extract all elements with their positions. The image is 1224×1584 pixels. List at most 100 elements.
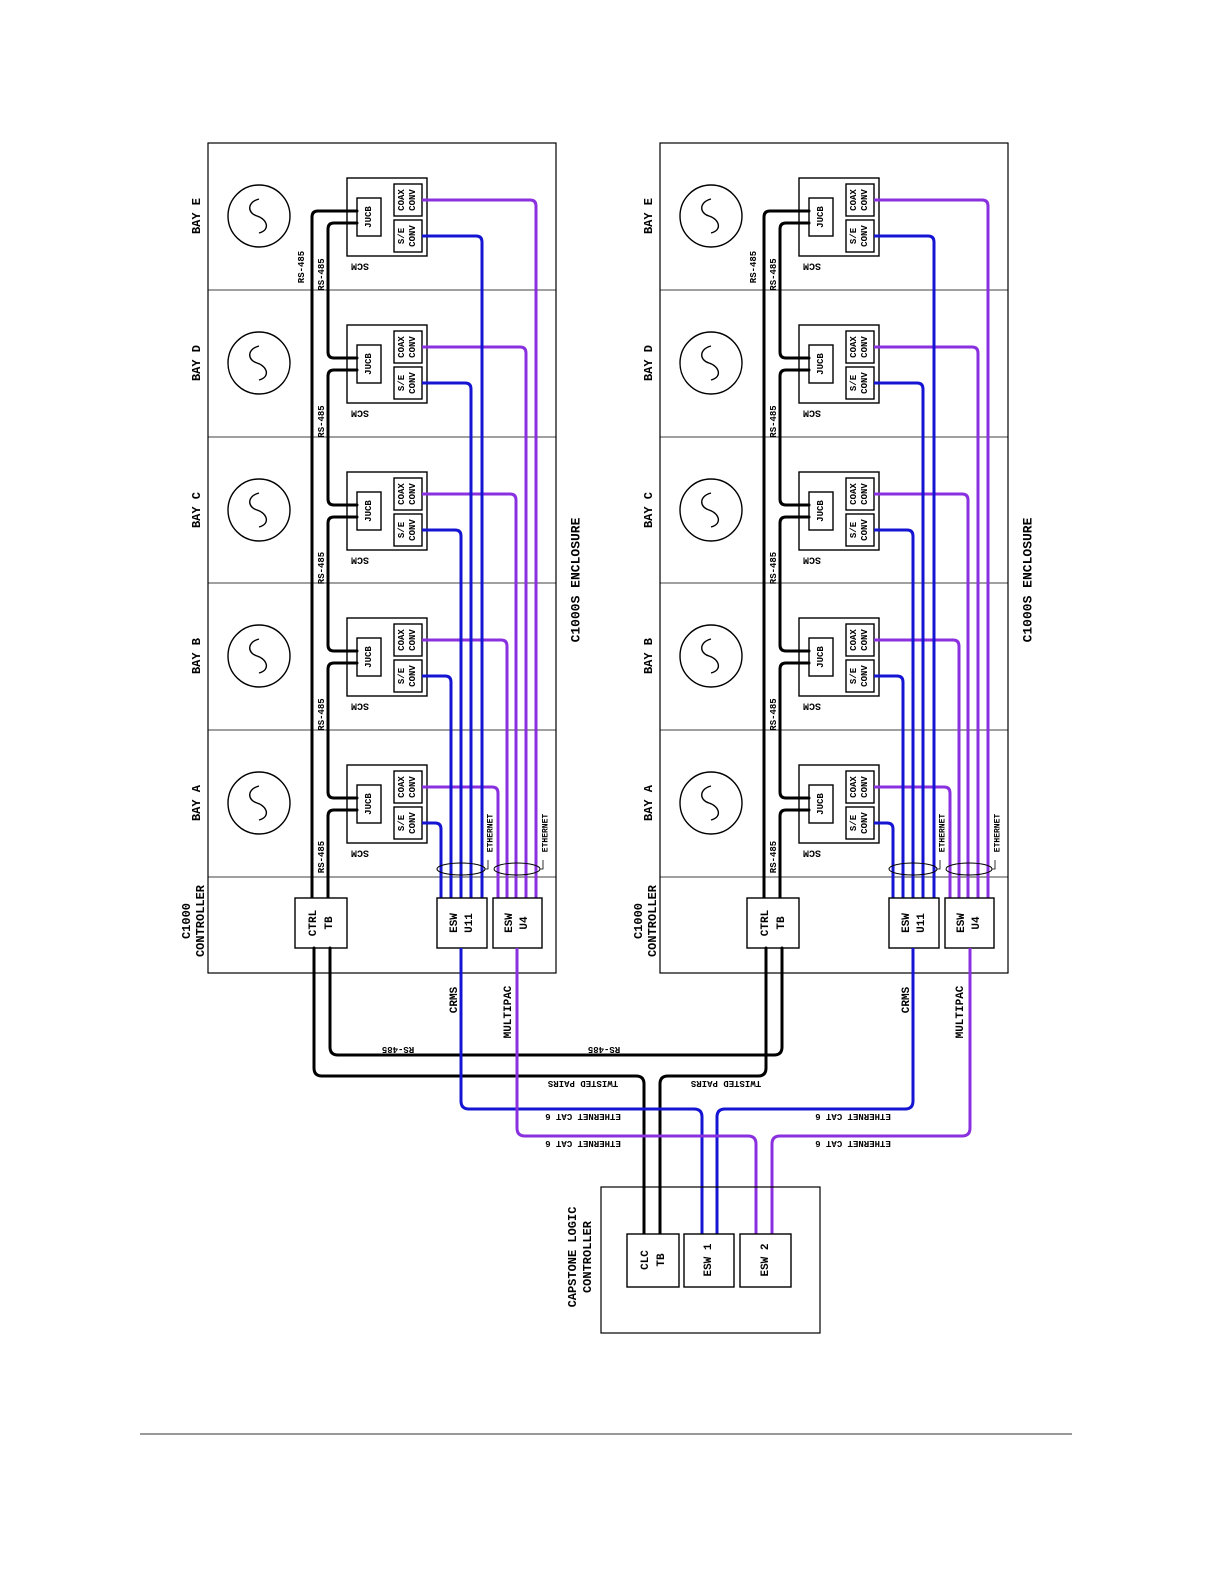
coax-conv-label-2: CONV (408, 776, 418, 798)
coax-conv-label-2: CONV (408, 336, 418, 358)
se-conv-label-1: S/E (849, 227, 859, 244)
multipac-label: MULTIPAC (955, 985, 967, 1038)
rs485-label: RS-485 (769, 405, 779, 437)
crms-ethernet-wire (874, 674, 905, 900)
rs485-wire (778, 368, 811, 507)
rs485-bus-label: RS-485 (588, 1044, 620, 1054)
bay-label: BAY C (642, 492, 656, 528)
rs485-label: RS-485 (769, 258, 779, 290)
rs485-label: RS-485 (297, 251, 307, 283)
bay-label: BAY A (642, 784, 656, 821)
sine-wave-icon (701, 785, 719, 821)
coax-conv-box (845, 770, 875, 804)
esw-u4-label-2: U4 (519, 916, 531, 930)
enclosure-outline (659, 142, 1009, 974)
se-conv-box (845, 366, 875, 400)
scm-label: SCM (803, 407, 821, 418)
coax-conv-label-2: CONV (860, 776, 870, 798)
jucb-label: JUCB (816, 500, 826, 522)
esw-u11-label-1: ESW (901, 913, 913, 933)
se-conv-label-1: S/E (397, 227, 407, 244)
ctrl-tb-box (294, 897, 348, 949)
twisted-pair-wire (658, 946, 768, 1264)
coax-conv-label-1: COAX (397, 336, 407, 358)
multipac-ethernet-wire (422, 492, 518, 900)
twisted-pairs-label: TWISTED PAIRS (547, 1078, 618, 1088)
jucb-box (808, 344, 834, 384)
coax-conv-label-1: COAX (849, 336, 859, 358)
ethernet-cat6-label: ETHERNET CAT 6 (545, 1111, 621, 1121)
bay-label: BAY B (190, 638, 204, 674)
se-conv-label-1: S/E (397, 374, 407, 391)
ethernet-cat6-label: ETHERNET CAT 6 (815, 1111, 891, 1121)
jucb-label: JUCB (364, 206, 374, 228)
rs485-wire (762, 209, 811, 902)
sine-wave-icon (701, 492, 719, 528)
rs485-label: RS-485 (749, 251, 759, 283)
scm-label: SCM (803, 554, 821, 565)
se-conv-label-2: CONV (408, 519, 418, 541)
bay-label: BAY A (190, 784, 204, 821)
esw-u4-label-1: ESW (956, 913, 968, 933)
coax-conv-label-2: CONV (860, 189, 870, 211)
bay-label: BAY E (190, 198, 204, 234)
coax-conv-box (393, 330, 423, 364)
rs485-wire (778, 515, 811, 653)
ethernet-cat6-label: ETHERNET CAT 6 (815, 1138, 891, 1148)
se-conv-label-1: S/E (849, 374, 859, 391)
esw-u4-label-2: U4 (971, 916, 983, 930)
se-conv-box (845, 513, 875, 547)
coax-conv-label-2: CONV (860, 483, 870, 505)
esw-u11-label-2: U11 (916, 913, 928, 933)
clc-tb-label-2: TB (656, 1253, 668, 1267)
se-conv-label-2: CONV (860, 665, 870, 687)
rs485-wire (326, 221, 359, 360)
se-conv-label-1: S/E (849, 521, 859, 538)
multipac-ethernet-wire (422, 785, 500, 900)
coax-conv-label-1: COAX (397, 483, 407, 505)
rs485-wire (326, 368, 359, 507)
twisted-pair-wire (312, 946, 646, 1264)
scm-label: SCM (803, 847, 821, 858)
rs485-label: RS-485 (769, 698, 779, 730)
scm-label: SCM (351, 407, 369, 418)
se-conv-label-1: S/E (397, 667, 407, 684)
crms-ethernet-wire (422, 674, 453, 900)
coax-conv-box (845, 183, 875, 217)
sine-wave-icon (249, 492, 267, 528)
esw-u11-box (436, 897, 488, 949)
multipac-ethernet-wire (874, 638, 961, 900)
bay-label: BAY D (642, 345, 656, 381)
ethernet-label-2: ETHERNET (994, 814, 1003, 853)
sine-wave-icon (249, 198, 267, 234)
rs485-wire (326, 515, 359, 653)
sine-wave-icon (701, 198, 719, 234)
coax-conv-box (393, 623, 423, 657)
enclosure-label: C1000S ENCLOSURE (1021, 517, 1036, 642)
coax-conv-label-1: COAX (849, 483, 859, 505)
se-conv-label-1: S/E (397, 521, 407, 538)
jucb-box (808, 491, 834, 531)
coax-conv-label-2: CONV (408, 189, 418, 211)
leader-line (540, 860, 544, 870)
rs485-wire (778, 661, 811, 800)
jucb-label: JUCB (364, 646, 374, 668)
ethernet-label-1: ETHERNET (487, 814, 496, 853)
enclosure-outline (207, 142, 557, 974)
se-conv-label-2: CONV (860, 519, 870, 541)
clc-tb-label-1: CLC (640, 1250, 652, 1270)
se-conv-box (393, 806, 423, 840)
crms-label: CRMS (449, 986, 461, 1013)
clc-label-line1: CAPSTONE LOGIC (566, 1207, 580, 1308)
rs485-label: RS-485 (769, 552, 779, 584)
